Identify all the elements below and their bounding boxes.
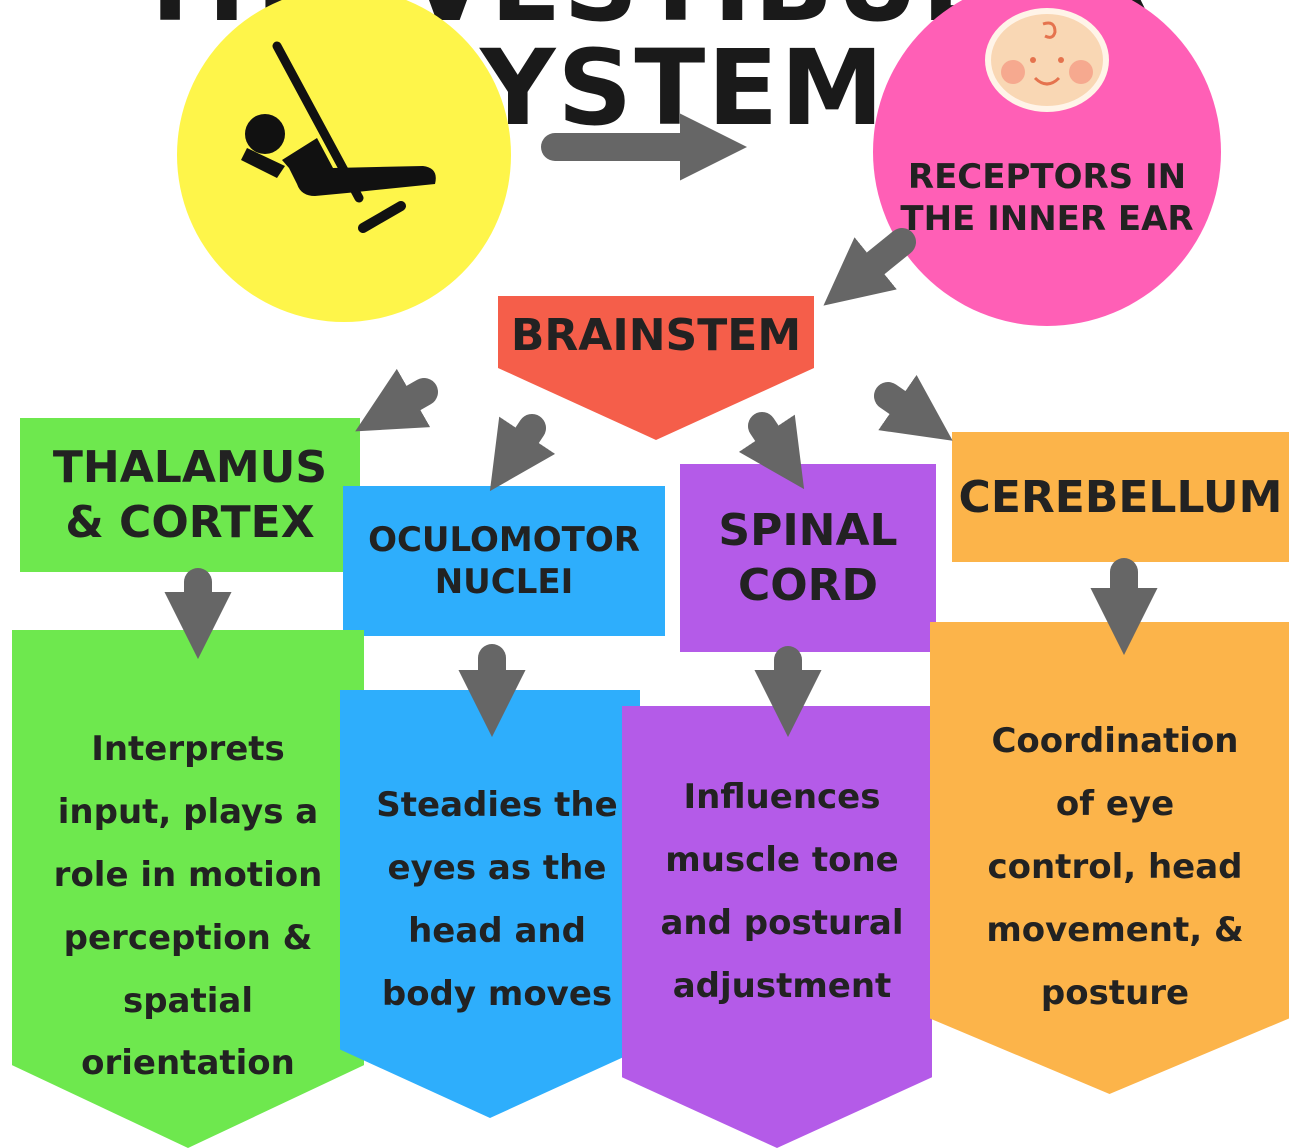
arrow-brainstem-to-oculomotor xyxy=(516,428,532,452)
arrow-brainstem-to-spinal xyxy=(762,426,778,450)
arrow-receptors-to-brainstem xyxy=(860,242,902,276)
arrow-brainstem-to-thalamus xyxy=(396,392,424,408)
arrow-brainstem-to-cerebellum xyxy=(888,396,914,414)
